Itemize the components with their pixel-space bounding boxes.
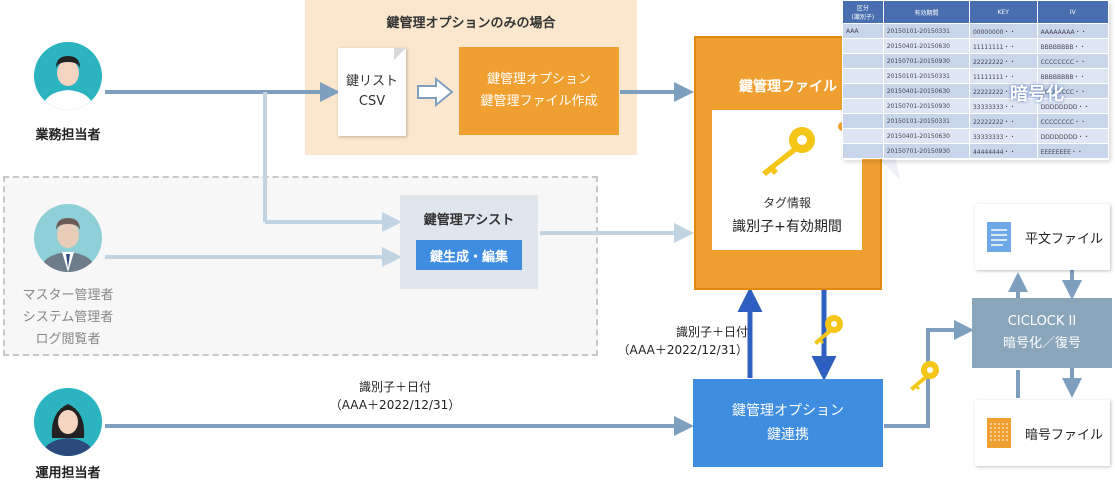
plain-file-card: 平文ファイル xyxy=(975,204,1110,270)
ciclock-line1: CICLOCK II xyxy=(1007,314,1077,329)
keyopt-create-line2: 鍵管理ファイル作成 xyxy=(480,94,598,109)
encryption-overlay-label: 暗号化 xyxy=(1010,84,1064,105)
table-cell xyxy=(842,68,884,84)
admin-label-log: ログ閲覧者 xyxy=(35,332,101,347)
key-link-line1: 鍵管理オプション xyxy=(732,403,844,419)
table-cell: 20150101-20150331 xyxy=(882,68,970,84)
keyopt-create-box: 鍵管理オプション 鍵管理ファイル作成 xyxy=(459,47,619,135)
keyopt-create-line1: 鍵管理オプション xyxy=(486,72,591,87)
table-cell: 20150401-20150630 xyxy=(882,38,970,54)
tag-info-label: タグ情報 xyxy=(762,196,811,210)
table-cell: BBBBBBBB・・ xyxy=(1036,38,1109,54)
admin-label-system: システム管理者 xyxy=(22,310,114,325)
ciclock-box: CICLOCK II 暗号化／復号 xyxy=(972,298,1112,368)
key-table-header-category: 区分 (識別子) xyxy=(842,0,884,24)
table-cell: AAA xyxy=(842,23,884,39)
key-table-header-key: KEY xyxy=(968,0,1038,24)
table-cell xyxy=(842,128,884,144)
table-cell: 22222222・・ xyxy=(968,53,1038,69)
table-cell: AAAAAAAA・・ xyxy=(1036,23,1109,39)
encrypted-document-icon xyxy=(987,418,1011,448)
business-person-label: 業務担当者 xyxy=(35,128,101,143)
table-cell: 11111111・・ xyxy=(968,38,1038,54)
key-assist-title: 鍵管理アシスト xyxy=(423,213,515,228)
table-cell: 20150701-20150930 xyxy=(882,98,970,114)
table-cell: DDDDDDDD・・ xyxy=(1036,128,1109,144)
table-cell: 20150101-20150331 xyxy=(882,113,970,129)
csv-doc-line1: 鍵リスト xyxy=(345,74,398,89)
key-icon xyxy=(762,127,815,176)
table-cell: CCCCCCCC・・ xyxy=(1036,113,1109,129)
ciclock-line2: 暗号化／復号 xyxy=(1002,336,1081,351)
plain-file-label: 平文ファイル xyxy=(1025,232,1104,247)
table-cell: 33333333・・ xyxy=(968,128,1038,144)
id-date-label-lower: 識別子＋日付 （AAA＋2022/12/31） xyxy=(320,378,470,414)
document-icon xyxy=(987,222,1011,252)
key-table-header-row: 区分 (識別子) 有効期間 KEY IV xyxy=(842,0,1109,24)
key-table-header-validity: 有効期間 xyxy=(882,0,970,24)
key-list-csv-document: 鍵リスト CSV xyxy=(338,48,406,136)
key-file-title: 鍵管理ファイル xyxy=(739,79,837,95)
key-link-box: 鍵管理オプション 鍵連携 xyxy=(693,379,883,467)
operator-avatar xyxy=(34,388,102,456)
encrypted-file-label: 暗号ファイル xyxy=(1025,428,1104,443)
key-icon xyxy=(910,361,939,391)
id-date-upper-line1: 識別子＋日付 xyxy=(675,325,748,339)
table-cell: 33333333・・ xyxy=(968,98,1038,114)
table-cell xyxy=(842,113,884,129)
table-cell: 22222222・・ xyxy=(968,113,1038,129)
table-cell xyxy=(842,143,884,159)
admin-avatar xyxy=(34,204,102,272)
encrypted-file-card: 暗号ファイル xyxy=(975,400,1110,466)
admin-labels: マスター管理者 システム管理者 ログ閲覧者 xyxy=(8,285,128,351)
table-cell xyxy=(842,83,884,99)
table-cell xyxy=(842,38,884,54)
id-date-upper-line2: （AAA＋2022/12/31） xyxy=(617,343,748,357)
key-generate-edit-button[interactable]: 鍵生成・編集 xyxy=(416,240,522,270)
key-icon xyxy=(814,315,843,345)
table-cell: BBBBBBBB・・ xyxy=(1036,68,1109,84)
table-cell xyxy=(842,98,884,114)
operator-label: 運用担当者 xyxy=(35,466,101,481)
table-cell xyxy=(842,53,884,69)
table-cell: 44444444・・ xyxy=(968,143,1038,159)
table-cell: CCCCCCCC・・ xyxy=(1036,53,1109,69)
key-assist-panel: 鍵管理アシスト 鍵生成・編集 xyxy=(400,195,538,289)
id-date-label-upper: 識別子＋日付 （AAA＋2022/12/31） xyxy=(598,323,748,359)
key-table-header-iv: IV xyxy=(1036,0,1109,24)
csv-doc-line2: CSV xyxy=(358,94,386,109)
table-cell: 20150701-20150930 xyxy=(882,53,970,69)
table-cell: 20150401-20150630 xyxy=(882,83,970,99)
tag-info-detail: 識別子+有効期間 xyxy=(732,219,842,235)
key-file-inner-card: タグ情報 識別子+有効期間 xyxy=(712,110,862,250)
key-link-line2: 鍵連携 xyxy=(767,427,809,443)
csv-doc-fold xyxy=(394,48,406,60)
table-cell: 20150101-20150331 xyxy=(882,23,970,39)
keyopt-only-title: 鍵管理オプションのみの場合 xyxy=(386,16,556,31)
table-cell: EEEEEEEE・・ xyxy=(1036,143,1109,159)
arrow-csv-to-create xyxy=(417,76,454,108)
table-cell: 00000000・・ xyxy=(968,23,1038,39)
id-date-lower-line2: （AAA＋2022/12/31） xyxy=(329,398,461,412)
admin-label-master: マスター管理者 xyxy=(22,288,114,303)
table-cell: CCCCCCCC・・ xyxy=(1036,83,1109,99)
table-cell: 20150701-20150930 xyxy=(882,143,970,159)
table-cell: 20150401-20150630 xyxy=(882,128,970,144)
id-date-lower-line1: 識別子＋日付 xyxy=(358,380,431,394)
business-person-avatar xyxy=(34,42,102,110)
table-cell: 11111111・・ xyxy=(968,68,1038,84)
table-cell: DDDDDDDD・・ xyxy=(1036,98,1109,114)
